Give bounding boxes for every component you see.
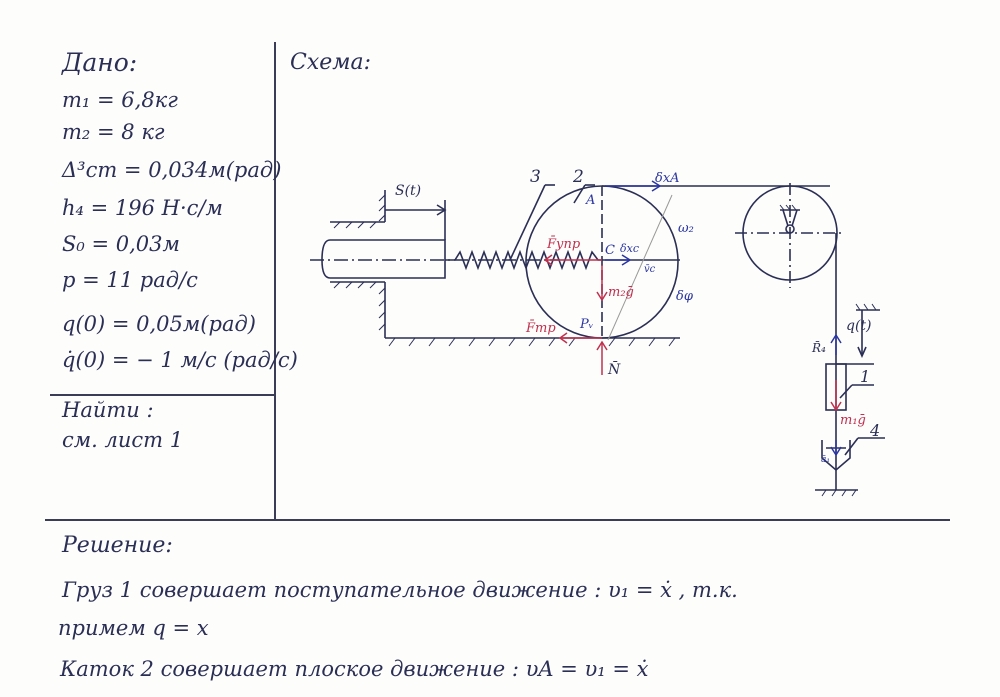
damper-4 — [821, 440, 851, 472]
label-a1: ā₁ — [821, 455, 830, 465]
solution-line-3: Каток 2 совершает плоское движение : υA … — [60, 657, 649, 681]
label-dxc: δxc — [620, 242, 639, 255]
label-m2g: m₂ḡ — [608, 285, 634, 300]
label-s-t: S(t) — [395, 183, 421, 199]
label-point-a: A — [585, 193, 595, 208]
given-m2: m₂ = 8 кг — [62, 120, 165, 144]
horizontal-divider-solution — [45, 519, 950, 521]
solution-title: Решение: — [62, 533, 173, 558]
label-body-3: 3 — [530, 167, 541, 187]
label-dxa: δxA — [655, 171, 680, 186]
given-h4: h₄ = 196 Н·с/м — [62, 196, 223, 220]
solution-line-1: Груз 1 совершает поступательное движение… — [62, 578, 738, 602]
label-body-1: 1 — [860, 367, 870, 386]
vertical-divider — [274, 42, 276, 520]
given-delta: Δ³ст = 0,034м(рад) — [62, 158, 282, 182]
piston-rod — [321, 239, 446, 279]
given-p: p = 11 рад/с — [62, 268, 198, 292]
horizontal-divider-find — [50, 394, 274, 396]
label-body-4: 4 — [869, 421, 880, 440]
given-q0: q(0) = 0,05м(рад) — [62, 312, 256, 336]
given-m1: m₁ = 6,8кг — [62, 88, 178, 112]
find-title: Найти : — [62, 398, 154, 422]
label-omega2: ω₂ — [678, 221, 694, 236]
label-r4: R̄₄ — [811, 340, 826, 355]
given-qdot0: q̇(0) = − 1 м/с (рад/с) — [62, 348, 298, 372]
given-s0: S₀ = 0,03м — [62, 232, 180, 256]
label-vc: v̄c — [644, 264, 656, 275]
given-title: Дано: — [62, 48, 138, 77]
label-n: N̄ — [607, 360, 621, 378]
label-f-friction: F̄тр — [525, 320, 556, 336]
label-dphi: δφ — [676, 289, 694, 304]
solution-line-2: примем q = x — [58, 616, 209, 640]
label-body-2: 2 — [572, 167, 584, 187]
label-point-c: C — [605, 243, 615, 258]
label-m1g: m₁ḡ — [840, 413, 866, 428]
label-f-spring: F̄упр — [546, 236, 581, 252]
find-value: см. лист 1 — [62, 428, 184, 452]
scheme-title: Схема: — [290, 50, 372, 75]
label-point-pv: Pᵥ — [579, 317, 594, 332]
label-q-t: q(t) — [846, 318, 872, 334]
